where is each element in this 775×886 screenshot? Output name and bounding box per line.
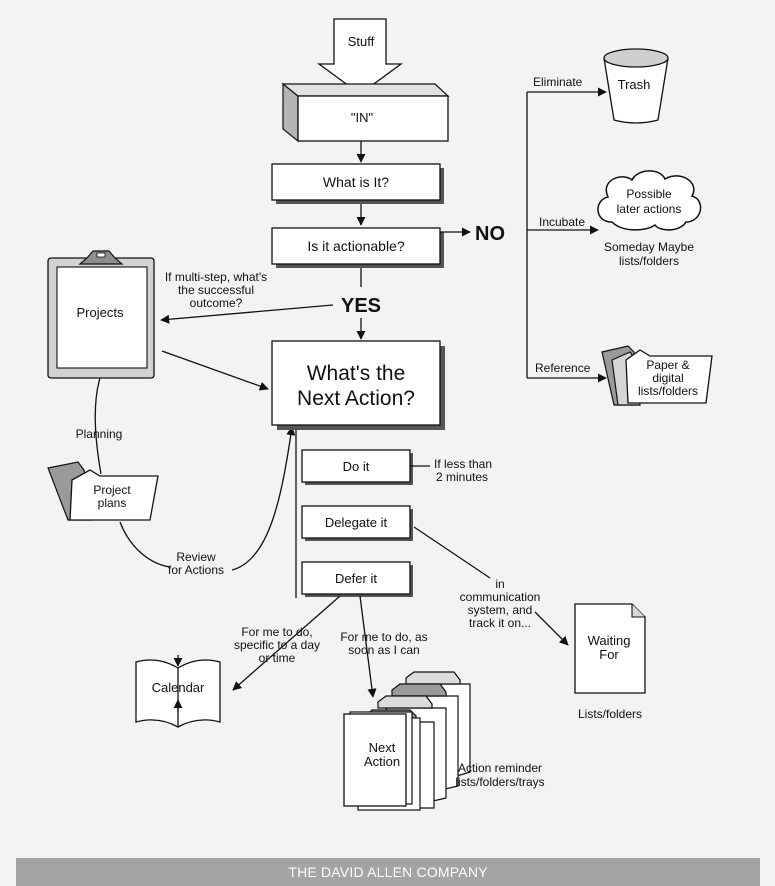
specific-label-1: For me to do, [241, 625, 312, 639]
next-action-folders-icon: Next Action [343, 671, 471, 811]
paper-label-2: digital [652, 371, 683, 385]
comm-label-4: track it on... [469, 616, 531, 630]
trash-can-icon: Trash [603, 48, 669, 124]
specific-label-2: specific to a day [234, 638, 320, 652]
footer-banner: THE DAVID ALLEN COMPANY [16, 858, 760, 886]
review-label-1: Review [176, 550, 216, 564]
comm-label-3: system, and [468, 603, 533, 617]
in-tray: "IN" [281, 82, 450, 143]
calendar-book-icon: Calendar [135, 655, 221, 728]
asap-label-1: For me to do, as [340, 630, 427, 644]
someday-label-1: Someday Maybe [604, 240, 694, 254]
yes-label: YES [341, 295, 381, 317]
defer-it-label: Defer it [335, 571, 377, 586]
project-plans-label-2: plans [98, 496, 127, 510]
multistep-label-2: the successful [178, 283, 254, 297]
cloud-icon: Possible later actions [597, 170, 702, 231]
next-action-label-1: What's the [307, 362, 406, 385]
comm-label-1: in [495, 577, 504, 591]
waiting-label-2: For [599, 647, 619, 662]
eliminate-label: Eliminate [533, 75, 583, 89]
multistep-label-1: If multi-step, what's [165, 270, 267, 284]
in-tray-label: "IN" [351, 110, 374, 125]
actionable-label: Is it actionable? [307, 238, 404, 254]
waiting-for-document-icon: Waiting For [574, 603, 646, 694]
projects-label: Projects [77, 305, 124, 320]
trash-label: Trash [618, 77, 651, 92]
comm-label-2: communication [460, 590, 541, 604]
asap-label-2: soon as I can [348, 643, 419, 657]
next-action-card-label-2: Action [364, 754, 400, 769]
possible-label-2: later actions [617, 202, 682, 216]
review-label-2: for Actions [168, 563, 224, 577]
no-label: NO [475, 223, 505, 245]
delegate-it-box: Delegate it [301, 505, 413, 541]
paper-label-3: lists/folders [638, 384, 698, 398]
delegate-it-label: Delegate it [325, 515, 388, 530]
reference-folder-icon: Paper & digital lists/folders [601, 345, 713, 406]
multistep-label-3: outcome? [190, 296, 243, 310]
specific-label-3: or time [259, 651, 296, 665]
project-plans-label-1: Project [93, 483, 131, 497]
incubate-label: Incubate [539, 215, 585, 229]
do-it-box: Do it [301, 449, 413, 485]
reminder-label-1: Action reminder [458, 761, 542, 775]
defer-it-box: Defer it [301, 561, 413, 597]
clipboard-icon: Projects [47, 250, 155, 379]
project-plans-folder-icon: Project plans [47, 461, 159, 521]
someday-label-2: lists/folders [619, 254, 679, 268]
waiting-label-1: Waiting [588, 633, 631, 648]
planning-label: Planning [76, 427, 123, 441]
do-it-label: Do it [343, 459, 370, 474]
paper-label-1: Paper & [646, 358, 689, 372]
stuff-label: Stuff [348, 34, 375, 49]
possible-label-1: Possible [626, 187, 672, 201]
reminder-label-2: lists/folders/trays [455, 775, 544, 789]
what-is-it-box: What is It? [271, 163, 444, 204]
next-action-label-2: Next Action? [297, 387, 415, 410]
what-is-it-label: What is It? [323, 174, 389, 190]
lists-folders-label: Lists/folders [578, 707, 642, 721]
less-than-label-2: 2 minutes [436, 470, 488, 484]
actionable-box: Is it actionable? [271, 227, 444, 268]
stuff-arrow: Stuff [317, 18, 403, 95]
less-than-label-1: If less than [434, 457, 492, 471]
next-action-box: What's the Next Action? [271, 340, 445, 430]
calendar-label: Calendar [152, 680, 205, 695]
reference-label: Reference [535, 361, 591, 375]
next-action-card-label-1: Next [369, 740, 396, 755]
